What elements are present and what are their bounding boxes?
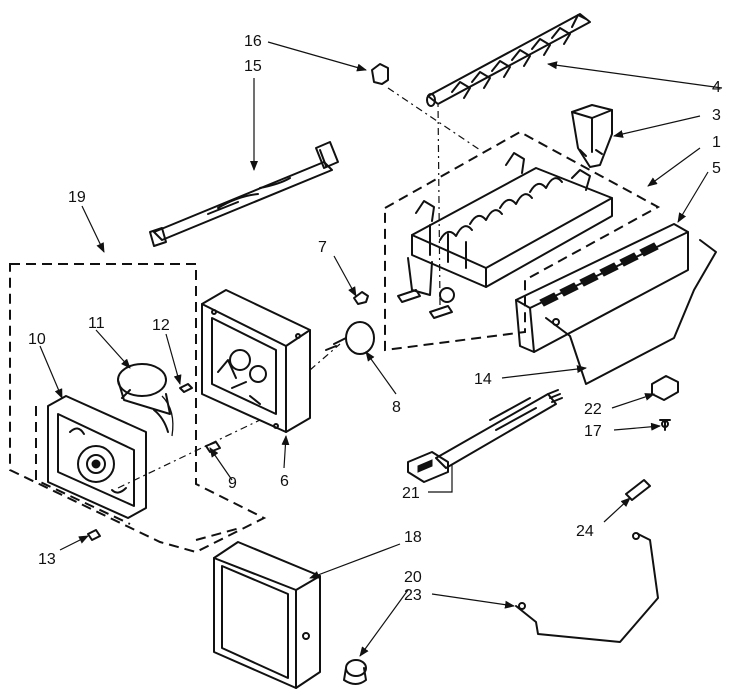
callout-labels: 16 15 4 3 1 5 19 7 11 12 10 14 8 22 17 9…	[28, 33, 721, 604]
callout-8: 8	[392, 399, 401, 416]
leader-lines	[39, 41, 723, 657]
callout-20: 20	[404, 569, 422, 586]
clip-part-22	[651, 375, 679, 401]
ejector-shaft-part-4	[426, 13, 591, 107]
module-assembly-part-19	[9, 263, 267, 554]
callout-16: 16	[244, 33, 262, 50]
front-cover-part-18	[213, 541, 321, 689]
ice-mold-part-1	[384, 101, 661, 352]
clip-part-7	[353, 291, 369, 305]
arm-part-23	[515, 532, 659, 643]
callout-6: 6	[280, 473, 289, 490]
callout-10: 10	[28, 331, 46, 348]
housing-part-6	[201, 289, 311, 433]
thermostat-part-8	[309, 321, 375, 371]
callout-4: 4	[712, 79, 721, 96]
callout-9: 9	[228, 475, 237, 492]
clip-part-16	[371, 63, 481, 151]
callout-13: 13	[38, 551, 56, 568]
callout-11: 11	[88, 315, 105, 332]
callout-21: 21	[402, 485, 420, 502]
motor-part-11	[117, 363, 174, 437]
wiring-harness-part-21	[407, 389, 563, 483]
callout-3: 3	[712, 107, 721, 124]
screw-part-13	[87, 529, 101, 541]
control-module-part-10	[47, 395, 147, 519]
pin-part-9	[117, 419, 261, 489]
harness-part-15	[149, 141, 339, 247]
pin-part-24	[625, 479, 651, 501]
callout-22: 22	[584, 401, 602, 418]
screw-part-17	[659, 419, 671, 431]
callout-14: 14	[474, 371, 492, 388]
screw-part-12	[179, 383, 193, 393]
callout-12: 12	[152, 317, 170, 334]
fill-cup-part-3	[571, 104, 613, 168]
shut-off-arm-part-14	[545, 239, 717, 385]
callout-19: 19	[68, 189, 86, 206]
callout-5: 5	[712, 160, 721, 177]
callout-24: 24	[576, 523, 594, 540]
cover-part-5	[515, 223, 689, 353]
callout-23: 23	[404, 587, 422, 604]
callout-17: 17	[584, 423, 602, 440]
callout-15: 15	[244, 58, 262, 75]
callout-7: 7	[318, 239, 327, 256]
callout-1: 1	[712, 134, 721, 151]
plug-part-20	[343, 659, 367, 685]
callout-18: 18	[404, 529, 422, 546]
